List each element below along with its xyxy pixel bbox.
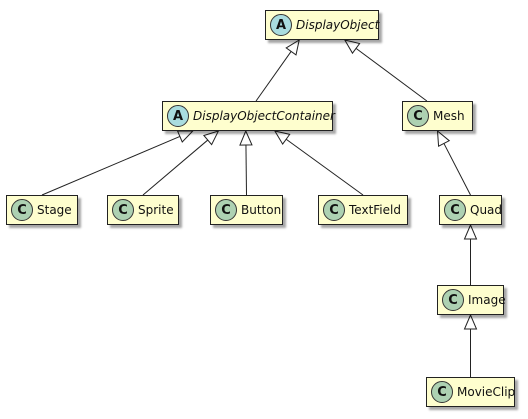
inheritance-edge-stage-to-container: [41, 136, 181, 196]
class-name: Sprite: [138, 203, 174, 217]
class-displayobject[interactable]: A DisplayObject: [265, 10, 379, 40]
class-name: MovieClip: [457, 385, 516, 399]
class-name: Stage: [37, 203, 72, 217]
class-stage[interactable]: C Stage: [6, 195, 78, 225]
inheritance-edge-mesh-to-displayobject: [355, 47, 428, 102]
class-name: Image: [468, 293, 506, 307]
generalization-arrowhead-icon: [343, 39, 361, 55]
class-stereotype-icon: C: [323, 199, 345, 221]
class-stereotype-icon: C: [444, 199, 466, 221]
class-name: DisplayObjectContainer: [193, 109, 335, 123]
inheritance-edge-button-to-container: [245, 144, 247, 196]
abstract-stereotype-icon: A: [167, 105, 189, 127]
class-stereotype-icon: C: [112, 199, 134, 221]
class-stereotype-icon: C: [11, 199, 33, 221]
class-stereotype-icon: C: [442, 289, 464, 311]
generalization-arrowhead-icon: [285, 38, 300, 56]
class-quad[interactable]: C Quad: [439, 195, 502, 225]
class-name: Mesh: [433, 109, 465, 123]
class-displayobjectcontainer[interactable]: A DisplayObjectContainer: [162, 101, 335, 131]
generalization-arrowhead-icon: [436, 129, 451, 147]
generalization-arrowhead-icon: [239, 129, 253, 146]
class-button[interactable]: C Button: [210, 195, 283, 225]
class-stereotype-icon: C: [215, 199, 237, 221]
class-image[interactable]: C Image: [437, 285, 506, 315]
generalization-arrowhead-icon: [463, 313, 478, 330]
class-name: Button: [241, 203, 282, 217]
inheritance-edge-quad-to-mesh: [443, 143, 471, 196]
generalization-arrowhead-icon: [203, 130, 220, 146]
class-name: TextField: [349, 203, 401, 217]
generalization-arrowhead-icon: [176, 130, 194, 143]
inheritance-edge-sprite-to-container: [142, 139, 209, 196]
class-sprite[interactable]: C Sprite: [107, 195, 179, 225]
class-movieclip[interactable]: C MovieClip: [426, 377, 515, 407]
inheritance-edge-textfield-to-container: [285, 138, 364, 196]
generalization-arrowhead-icon: [273, 130, 291, 145]
class-name: Quad: [470, 203, 503, 217]
abstract-stereotype-icon: A: [270, 14, 292, 36]
generalization-arrowhead-icon: [463, 223, 478, 240]
class-stereotype-icon: C: [407, 105, 429, 127]
class-name: DisplayObject: [296, 18, 380, 32]
inheritance-edge-container-to-displayobject: [255, 51, 292, 102]
class-textfield[interactable]: C TextField: [318, 195, 408, 225]
class-mesh[interactable]: C Mesh: [402, 101, 473, 131]
class-stereotype-icon: C: [431, 381, 453, 403]
